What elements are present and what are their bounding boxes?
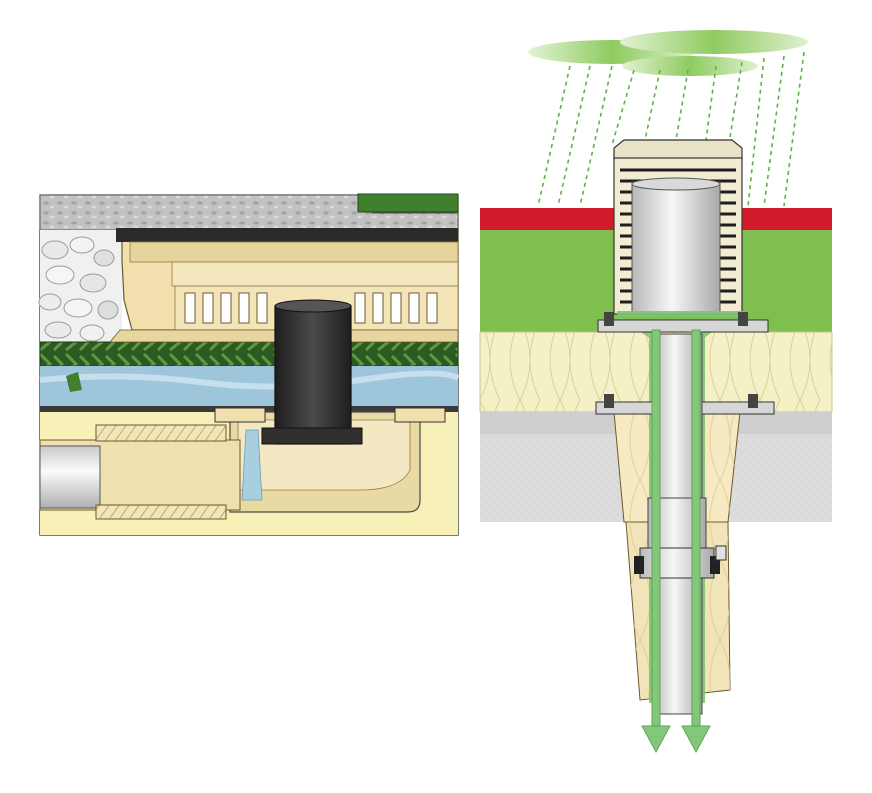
right-drain-section xyxy=(479,30,833,754)
flow-arrow-icon xyxy=(641,329,711,754)
pebble-fill xyxy=(38,230,122,342)
cloud-icon xyxy=(528,30,808,76)
left-drain-section xyxy=(38,193,460,536)
leaf-debris xyxy=(66,372,82,392)
drain-cover-top xyxy=(116,228,458,242)
turf-patch xyxy=(357,193,459,213)
outlet-pipe xyxy=(39,445,101,509)
drain-riser xyxy=(274,305,352,445)
water-flow xyxy=(241,429,263,501)
drain-grate-icon xyxy=(174,285,459,331)
drain-cap xyxy=(613,139,743,315)
rain-icon xyxy=(537,51,805,207)
drainage-mat xyxy=(39,341,459,367)
